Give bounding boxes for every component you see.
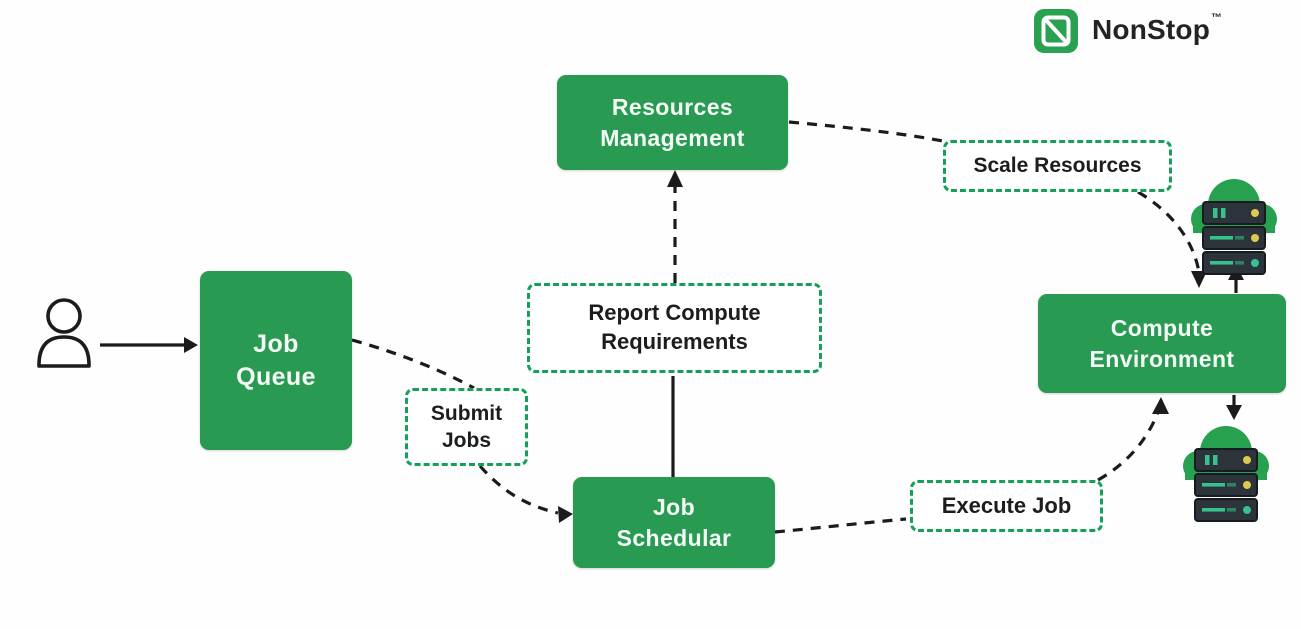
cloud-servers-icon-bottom xyxy=(1180,422,1272,522)
logo-trademark: ™ xyxy=(1211,12,1223,24)
nonstop-logo-icon xyxy=(1034,9,1078,53)
nonstop-logo: NonStop ™ xyxy=(1033,8,1222,54)
arrowhead-into-resources xyxy=(667,170,683,187)
arrowhead-to-bottom-servers xyxy=(1226,405,1242,420)
label-submit-jobs: Submit Jobs xyxy=(405,388,528,466)
node-job-scheduler: Job Schedular xyxy=(573,477,775,568)
edge-resources-to-scale xyxy=(788,120,944,143)
edge-execute-to-compute xyxy=(1097,411,1160,482)
arrowhead-into-scheduler xyxy=(558,506,573,523)
node-job-queue: Job Queue xyxy=(200,271,352,450)
label-execute-job: Execute Job xyxy=(910,480,1103,532)
edge-submit-to-scheduler xyxy=(478,464,559,515)
edge-scheduler-to-execute xyxy=(774,517,907,534)
label-scale-resources: Scale Resources xyxy=(943,140,1172,192)
cloud-servers-icon-top xyxy=(1188,175,1280,275)
logo-text: NonStop xyxy=(1092,14,1211,45)
label-report-compute-requirements: Report Compute Requirements xyxy=(527,283,822,373)
node-compute-environment: Compute Environment xyxy=(1038,294,1286,393)
arrowhead-into-compute-bottom xyxy=(1152,397,1169,414)
edge-queue-to-submit xyxy=(351,338,475,390)
user-icon xyxy=(37,298,91,368)
arrowhead-into-job-queue xyxy=(184,337,198,353)
node-resources-management: Resources Management xyxy=(557,75,788,170)
